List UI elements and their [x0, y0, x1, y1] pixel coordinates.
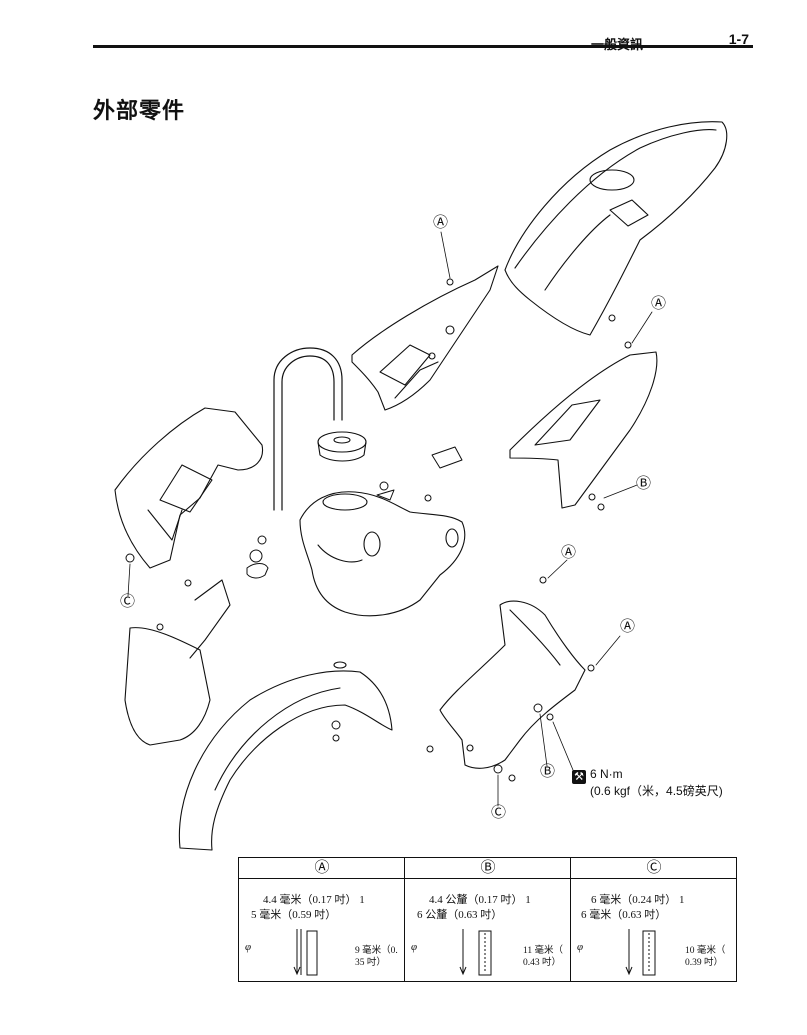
header-rule: [93, 45, 753, 48]
diameter-symbol: φ: [245, 941, 252, 953]
spacer-spec-table: Ⓐ Ⓑ Ⓒ 4.4 毫米（0.17 吋） 1 5 毫米（0.59 吋） φ 9 …: [238, 857, 737, 982]
fuel-cap: [317, 431, 367, 462]
table-header-a: Ⓐ: [238, 857, 405, 879]
diameter-value: 11 毫米（ 0.43 吋）: [523, 946, 564, 968]
length-line: 5 毫米（0.59 吋）: [251, 909, 337, 921]
callout-b: Ⓑ: [636, 475, 652, 492]
front-fender-lower: [178, 661, 393, 851]
torque-alt: (0.6 kgf（米，4.5磅英尺): [590, 784, 723, 798]
side-panel-right: [509, 351, 658, 509]
diameter-value: 10 毫米（ 0.39 吋）: [685, 946, 726, 968]
table-cell-b: 4.4 公釐（0.17 吋） 1 6 公釐（0.63 吋） φ 11 毫米（ 0…: [404, 878, 571, 982]
spacer-drawing: [625, 929, 656, 976]
callout-a: Ⓐ: [561, 544, 577, 561]
length-line: 4.4 毫米（0.17 吋） 1: [263, 894, 365, 906]
spacer-drawing: [293, 929, 318, 976]
fasteners: [125, 278, 632, 782]
page-title: 外部零件: [93, 98, 186, 123]
section-name: 一般資訊: [591, 34, 643, 53]
fuel-tank: [299, 491, 466, 617]
length-line: 4.4 公釐（0.17 吋） 1: [429, 894, 531, 906]
breather-tube: [273, 347, 343, 511]
callout-a: Ⓐ: [620, 618, 636, 635]
radiator-shroud-left: [351, 265, 499, 411]
leader-lines: [127, 231, 653, 807]
table-cell-c: 6 毫米（0.24 吋） 1 6 毫米（0.63 吋） φ 10 毫米（ 0.3…: [570, 878, 737, 982]
side-panel-left: [114, 407, 264, 569]
rear-side-cover: [439, 600, 586, 769]
spacer-drawing: [459, 929, 492, 976]
diameter-value: 9 毫米（0. 35 吋）: [355, 946, 398, 968]
length-line: 6 毫米（0.63 吋）: [581, 909, 667, 921]
diameter-symbol: φ: [577, 941, 584, 953]
wrench-icon: ⚒: [572, 770, 586, 784]
callout-c: Ⓒ: [491, 804, 507, 821]
callout-c: Ⓒ: [120, 593, 136, 610]
table-header-b: Ⓑ: [404, 857, 571, 879]
page-header: 一般資訊 1-7: [93, 28, 753, 52]
callout-a: Ⓐ: [651, 295, 667, 312]
callout-b: Ⓑ: [540, 763, 556, 780]
callout-a: Ⓐ: [433, 214, 449, 231]
front-fender-upper: [504, 121, 728, 336]
torque-value: 6 N·m: [590, 767, 623, 781]
table-header-c: Ⓒ: [570, 857, 737, 879]
length-line: 6 毫米（0.24 吋） 1: [591, 894, 685, 906]
front-number-plate: [124, 579, 231, 746]
torque-spec: ⚒ 6 N·m (0.6 kgf（米，4.5磅英尺): [572, 767, 723, 799]
length-line: 6 公釐（0.63 吋）: [417, 909, 503, 921]
diameter-symbol: φ: [411, 941, 418, 953]
table-cell-a: 4.4 毫米（0.17 吋） 1 5 毫米（0.59 吋） φ 9 毫米（0. …: [238, 878, 405, 982]
page-number: 1-7: [728, 31, 749, 47]
